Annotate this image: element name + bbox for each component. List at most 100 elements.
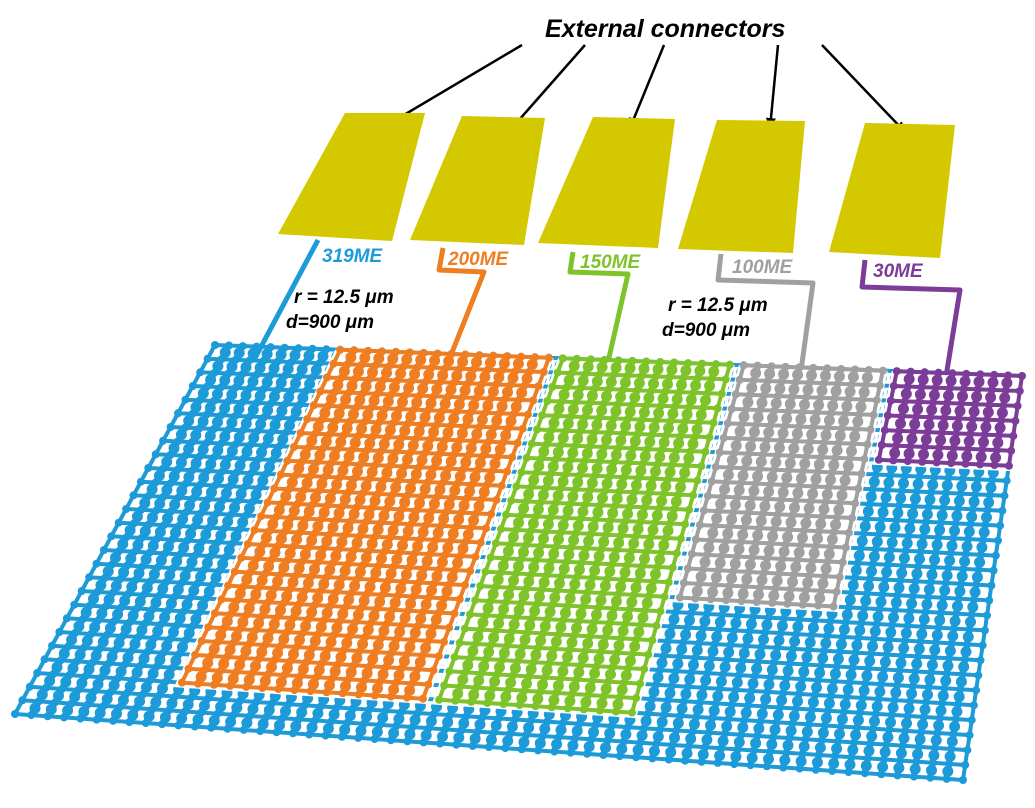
microelectrode	[728, 691, 740, 703]
microelectrode	[652, 731, 664, 743]
microelectrode	[695, 571, 707, 583]
microelectrode	[190, 429, 202, 441]
microelectrode	[161, 456, 173, 468]
microelectrode	[254, 362, 266, 374]
microelectrode	[699, 556, 711, 568]
microelectrode	[776, 620, 788, 632]
electrode-node	[512, 482, 521, 491]
microelectrode	[622, 611, 633, 623]
microelectrode	[841, 609, 853, 621]
microelectrode	[73, 620, 85, 632]
microelectrode	[789, 635, 801, 647]
microelectrode	[387, 525, 399, 536]
microelectrode	[299, 449, 311, 460]
microelectrode	[823, 623, 835, 635]
microelectrode	[842, 684, 854, 696]
microelectrode	[368, 610, 380, 622]
microelectrode	[685, 733, 697, 745]
microelectrode	[625, 450, 637, 462]
microelectrode	[577, 462, 588, 474]
microelectrode	[281, 662, 293, 674]
microelectrode	[222, 516, 234, 527]
microelectrode	[518, 590, 530, 602]
microelectrode	[626, 494, 638, 505]
microelectrode	[719, 661, 731, 673]
microelectrode	[376, 553, 387, 565]
microelectrode	[714, 616, 726, 628]
microelectrode	[823, 548, 835, 560]
microelectrode	[269, 419, 281, 431]
microelectrode	[533, 460, 545, 472]
microelectrode	[615, 435, 627, 446]
electrode-node	[122, 505, 131, 513]
electrode-node	[184, 664, 193, 673]
microelectrode	[227, 673, 239, 685]
microelectrode	[807, 696, 819, 708]
microelectrode	[858, 386, 870, 398]
microelectrode	[303, 350, 315, 362]
microelectrode	[881, 566, 893, 578]
microelectrode	[494, 661, 505, 673]
microelectrode	[233, 375, 245, 387]
microelectrode	[664, 687, 676, 699]
microelectrode	[572, 476, 584, 488]
microelectrode	[177, 513, 189, 525]
microelectrode	[847, 744, 859, 756]
microelectrode	[379, 582, 391, 594]
microelectrode	[985, 482, 997, 493]
microelectrode	[147, 512, 158, 523]
microelectrode	[219, 431, 231, 443]
microelectrode	[263, 704, 275, 716]
microelectrode	[411, 397, 423, 409]
grid-200ME	[177, 345, 553, 703]
microelectrode	[635, 465, 647, 477]
electrode-node	[107, 532, 116, 541]
microelectrode	[357, 523, 369, 535]
microelectrode	[233, 431, 245, 443]
microelectrode	[351, 652, 363, 664]
microelectrode	[668, 613, 680, 625]
microelectrode	[231, 630, 242, 642]
electrode-node	[963, 640, 972, 649]
microelectrode	[906, 598, 918, 609]
microelectrode	[799, 458, 811, 470]
microelectrode	[856, 535, 868, 547]
electrode-node	[548, 382, 557, 391]
microelectrode	[493, 617, 505, 629]
microelectrode	[85, 692, 97, 704]
microelectrode	[926, 404, 938, 416]
microelectrode	[688, 659, 699, 671]
microelectrode	[179, 570, 191, 582]
microelectrode	[967, 601, 979, 613]
electrode-node	[136, 477, 145, 486]
microelectrode	[601, 390, 612, 402]
microelectrode	[302, 577, 314, 589]
electrode-node	[466, 566, 475, 575]
microelectrode	[802, 577, 814, 589]
microelectrode	[469, 471, 481, 483]
microelectrode	[212, 444, 224, 456]
microelectrode	[487, 588, 499, 600]
electrode-node	[719, 433, 728, 442]
microelectrode	[166, 697, 178, 709]
microelectrode	[600, 683, 612, 695]
microelectrode	[445, 384, 457, 396]
microelectrode	[980, 421, 992, 433]
microelectrode	[225, 716, 237, 728]
microelectrode	[769, 724, 781, 736]
microelectrode	[213, 473, 224, 485]
microelectrode	[866, 565, 877, 577]
microelectrode	[289, 349, 301, 361]
connector-pad-4	[678, 120, 805, 253]
microelectrode	[457, 674, 469, 685]
microelectrode	[333, 507, 345, 519]
microelectrode	[911, 658, 923, 670]
microelectrode	[921, 508, 933, 520]
microelectrode	[868, 551, 880, 562]
microelectrode	[941, 570, 953, 581]
microelectrode	[493, 371, 505, 383]
microelectrode	[169, 499, 181, 510]
microelectrode	[707, 586, 719, 598]
microelectrode	[937, 690, 949, 702]
electrode-node	[527, 439, 536, 448]
